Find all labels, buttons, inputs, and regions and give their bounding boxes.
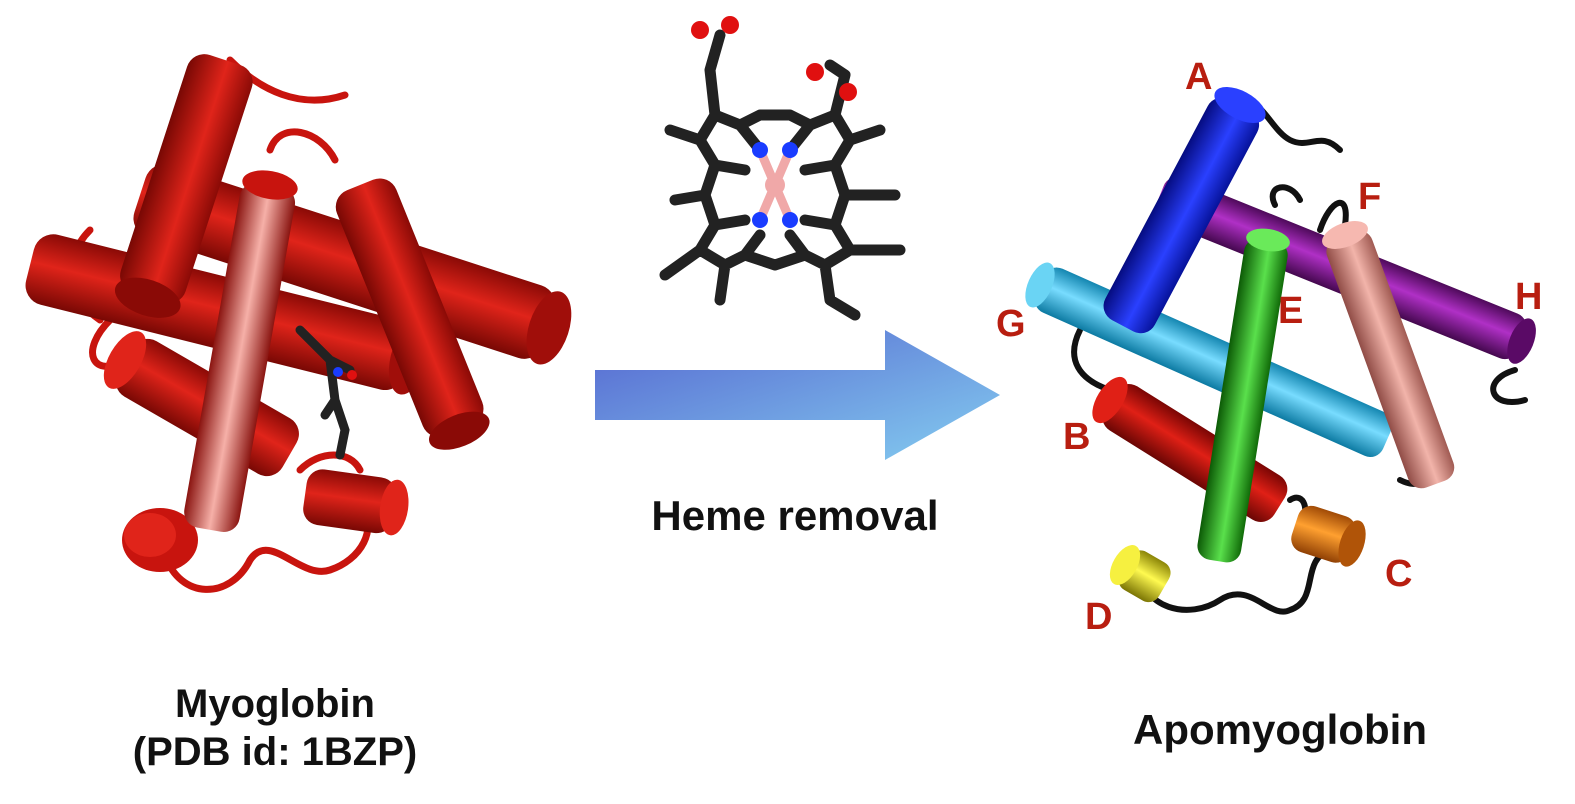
helix-label-e: E <box>1278 290 1304 332</box>
myoglobin-structure <box>25 54 572 593</box>
helix-label-f: F <box>1358 176 1382 218</box>
reaction-arrow <box>595 330 1000 460</box>
heme-molecule <box>659 16 906 321</box>
apomyoglobin-loop <box>1071 95 1528 615</box>
heme-side-view <box>295 325 355 460</box>
myoglobin-pdb-id: (PDB id: 1BZP) <box>132 730 418 774</box>
helix-label-d: D <box>1085 596 1113 638</box>
myoglobin-title: Myoglobin <box>175 682 375 726</box>
helix-label-a: A <box>1185 56 1213 98</box>
myoglobin-caption: Myoglobin (PDB id: 1BZP) <box>95 680 455 776</box>
apomyoglobin-caption: Apomyoglobin <box>1133 706 1427 753</box>
helix-label-h: H <box>1515 276 1543 318</box>
helix-label-g: G <box>996 303 1026 345</box>
heme-removal-caption: Heme removal <box>651 492 939 539</box>
apomyoglobin-structure <box>1025 86 1536 615</box>
helix-label-c: C <box>1385 553 1413 595</box>
helix-label-b: B <box>1063 416 1091 458</box>
